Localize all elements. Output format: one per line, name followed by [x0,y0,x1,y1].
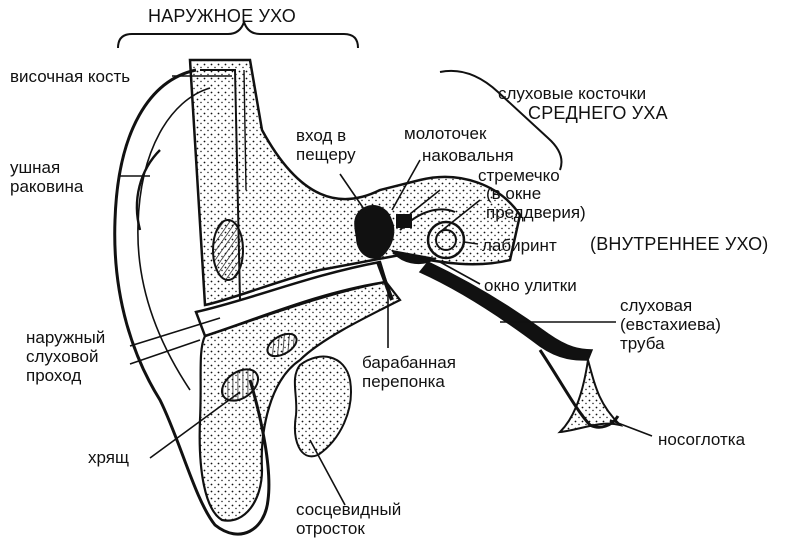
oval-window-label: (в окне преддверия) [486,184,586,222]
cartilage-shape-3 [212,219,244,281]
eustachian-tube-shape [418,261,594,361]
incus-label: наковальня [422,146,514,165]
stapes-label: стремечко [478,166,560,185]
nasopharynx-label: носоглотка [658,430,746,449]
outer-ear-bracket [117,18,359,49]
malleus-label: молоточек [404,124,487,143]
round-window-label: окно улитки [484,276,577,295]
eardrum-shape [376,261,394,301]
labyrinth-shape [426,220,466,260]
outer-ear-label: НАРУЖНОЕ УХО [148,6,296,26]
ossicles-label: слуховые косточки [498,84,647,103]
ossicles-shape [354,205,395,259]
auricle-label: ушная раковина [10,158,84,196]
cave-entrance-label: вход в пещеру [296,126,356,164]
ossicles-bracket [439,69,563,171]
nasopharynx-shape [557,359,624,434]
mastoid-label: сосцевидный отросток [296,500,402,538]
temporal-bone-label: височная кость [10,67,131,86]
cartilage-label: хрящ [88,448,129,467]
cartilage-shape-1 [220,368,260,402]
eustachian-tube-label: слуховая (евстахиева) труба [620,296,721,353]
auricle-shape [113,68,271,536]
ear-canal-label: наружный слуховой проход [26,328,106,385]
eardrum-label: барабанная перепонка [362,353,456,391]
labyrinth-label: лабиринт [482,236,557,255]
mastoid-shape [293,355,352,458]
cartilage-shape-2 [266,332,298,358]
inner-ear-label: (ВНУТРЕННЕЕ УХО) [590,234,769,254]
middle-ear-label: СРЕДНЕГО УХА [528,103,668,123]
